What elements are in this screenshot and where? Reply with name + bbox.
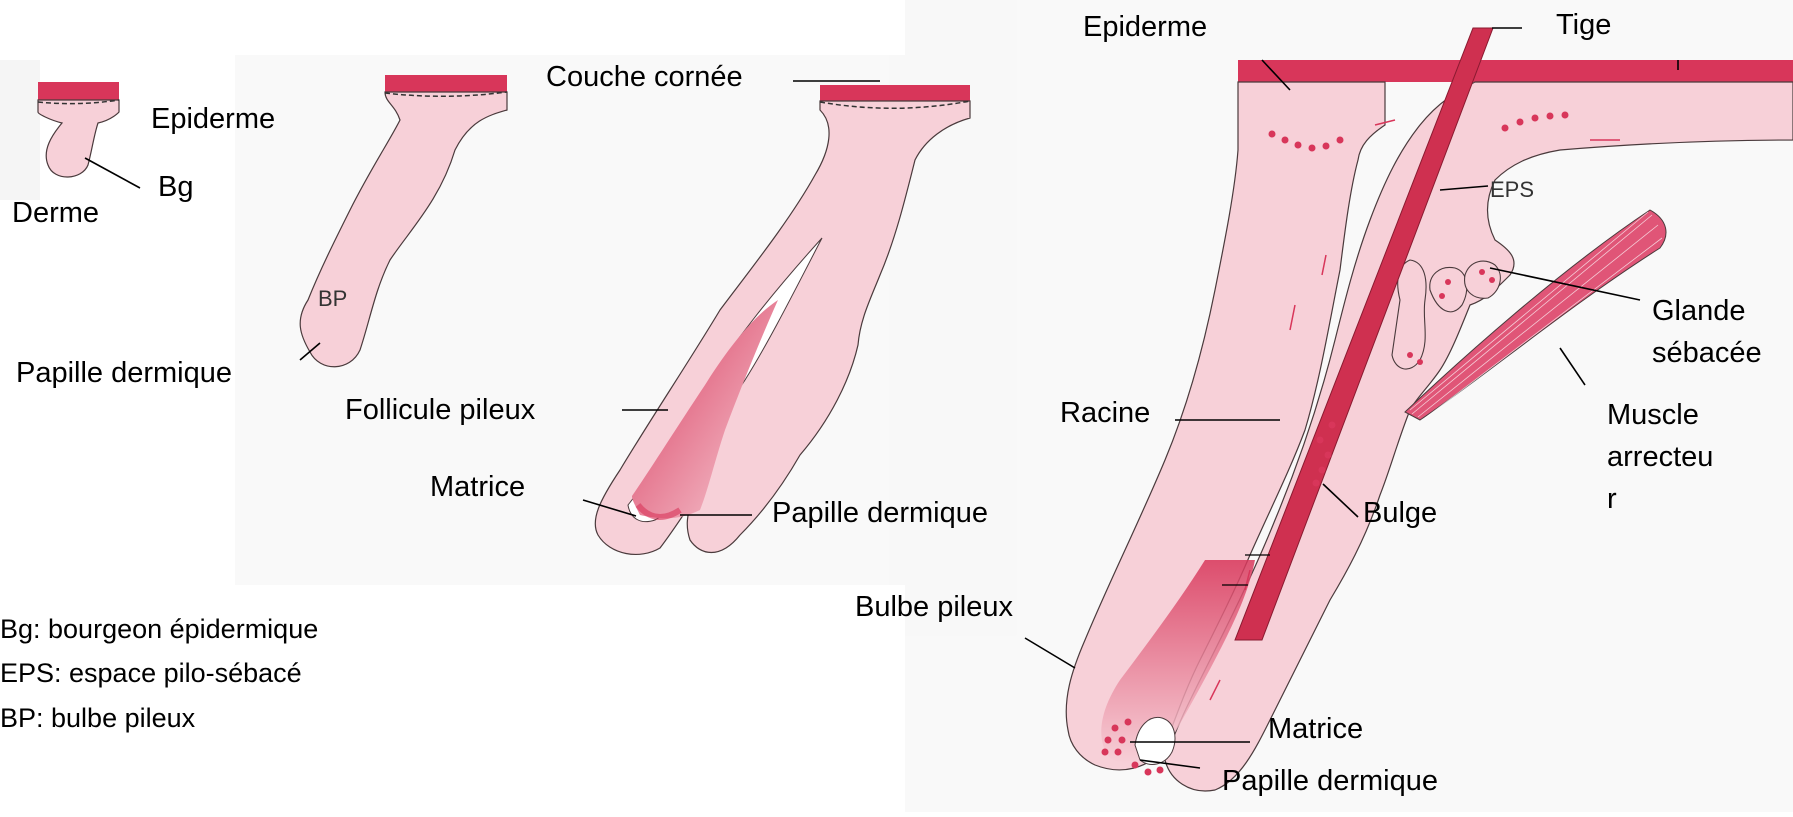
stage4-tige-label: Tige (1556, 8, 1611, 42)
stage4-bulge-label: Bulge (1363, 496, 1437, 530)
bg-pointer (85, 158, 140, 188)
legend-bp: BP: bulbe pileux (0, 701, 195, 735)
stage4-matrice-label: Matrice (1268, 712, 1363, 746)
stage1-bud (38, 82, 119, 177)
stage4-bulbe-label: Bulbe pileux (855, 590, 1013, 624)
stage4-muscle-label-3: r (1607, 482, 1617, 516)
legend-eps: EPS: espace pilo-sébacé (0, 656, 302, 690)
stage2-papille-label: Papille dermique (16, 356, 232, 390)
stage2-bp-label: BP (318, 282, 347, 316)
stage4-eps-label: EPS (1490, 173, 1534, 207)
stage4-glande-label-2: sébacée (1652, 336, 1762, 370)
stage1-bg-label: Bg (158, 170, 193, 204)
stage4-papille-label: Papille dermique (1222, 764, 1438, 798)
stage1-derme-label: Derme (12, 196, 99, 230)
stage1-epiderme-label: Epiderme (151, 102, 275, 136)
stage3-follicule-label: Follicule pileux (345, 393, 535, 427)
stage3-matrice-label: Matrice (430, 470, 525, 504)
stage4-muscle-label-1: Muscle (1607, 398, 1699, 432)
stage3-couche-label: Couche cornée (546, 60, 743, 94)
stage4-glande-label-1: Glande (1652, 294, 1746, 328)
stage3-papille-label: Papille dermique (772, 496, 988, 530)
stage4-epiderme-label: Epiderme (1083, 10, 1207, 44)
stage4-racine-label: Racine (1060, 396, 1150, 430)
legend-bg: Bg: bourgeon épidermique (0, 612, 318, 646)
stage4-muscle-label-2: arrecteu (1607, 440, 1713, 474)
